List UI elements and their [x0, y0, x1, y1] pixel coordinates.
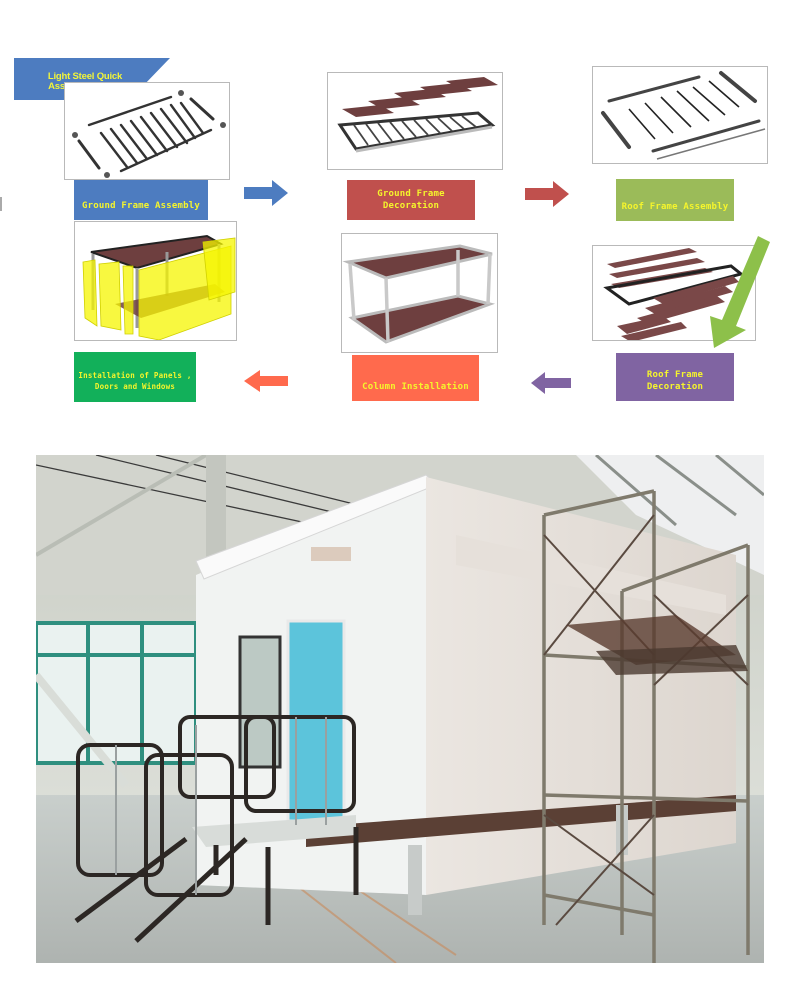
- step-3-illustration: [592, 66, 768, 164]
- step-4-label: Roof Frame Decoration: [616, 353, 734, 401]
- house-photo-illustration: [36, 455, 764, 963]
- title-line-1: Light Steel Quick: [47, 71, 123, 82]
- step-5-label: Column Installation: [352, 355, 479, 401]
- arrow-right-icon: [244, 180, 288, 206]
- step-1-illustration: [64, 82, 230, 180]
- arrow-left-icon: [531, 372, 571, 394]
- arrow-right-step2-step3: [525, 181, 569, 207]
- arrow-right-step1-step2: [244, 180, 288, 206]
- ground-frame-parts-icon: [72, 90, 226, 178]
- arrow-down-left-icon: [710, 236, 770, 348]
- step-6-label: Installation of Panels , Doors and Windo…: [74, 352, 196, 402]
- floor-panels-on-frame-icon: [337, 77, 498, 153]
- arrow-down-left-step3-step4: [706, 236, 772, 348]
- step-5-illustration: [341, 233, 498, 353]
- assembled-house-photo: [36, 455, 764, 963]
- step-3-label: Roof Frame Assembly: [616, 179, 734, 221]
- step-1-label: Ground Frame Assembly: [74, 180, 208, 220]
- arrow-right-icon: [525, 181, 569, 207]
- step-4-illustration: [592, 245, 756, 341]
- arrow-left-step4-step5: [531, 372, 571, 394]
- arrow-left-step5-step6: [244, 370, 288, 392]
- columns-frame-box-icon: [342, 244, 496, 344]
- roof-panels-on-frame-icon: [603, 248, 745, 340]
- arrow-left-icon: [244, 370, 288, 392]
- step-2-label: Ground Frame Decoration: [347, 180, 475, 220]
- step-4-label-line-1: Roof Frame: [646, 370, 704, 380]
- step-6-label-line-2: Doors and Windows: [94, 382, 176, 391]
- step-2-illustration: [327, 72, 503, 170]
- step-6-label-line-1: Installation of Panels ,: [78, 371, 192, 380]
- wall-panels-install-icon: [82, 234, 236, 340]
- roof-frame-parts-icon: [601, 71, 766, 160]
- edge-mark: [0, 197, 2, 211]
- step-6-illustration: [74, 221, 237, 341]
- step-4-label-line-2: Decoration: [646, 382, 704, 392]
